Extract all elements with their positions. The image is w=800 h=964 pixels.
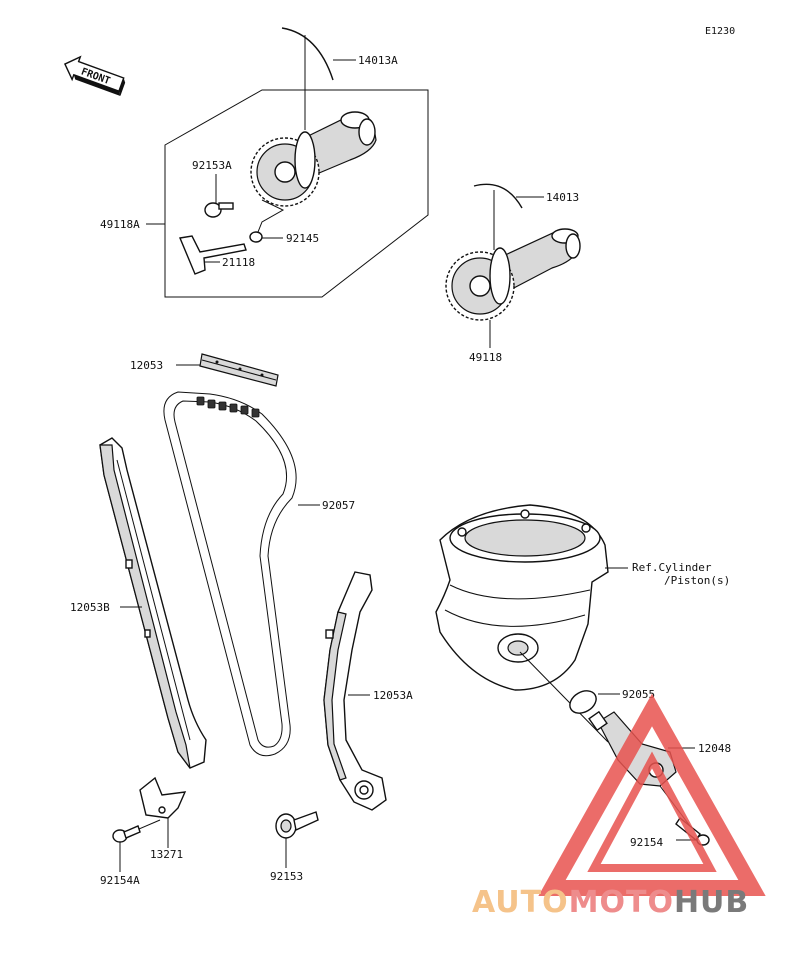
cam-chain-92057 [163,391,297,757]
watermark-part-hub: HUB [674,885,749,920]
bolt-92153 [275,811,319,839]
camshaft-assembly-49118a [179,111,377,275]
bolt-92154a [112,825,141,843]
retaining-ring-14013a [281,27,334,81]
watermark-logo [538,693,766,896]
chain-guide-12053 [199,353,279,387]
watermark-text: AUTOMOTOHUB [472,885,749,920]
label-92154: 92154 [630,836,663,849]
reference-label-line1: Ref.Cylinder [632,561,712,574]
label-14013a: 14013A [358,54,398,67]
label-12053a: 12053A [373,689,413,702]
label-12053b: 12053B [70,601,110,614]
watermark-part-moto: MOTO [569,885,674,920]
retaining-ring-14013 [473,183,523,209]
label-14013: 14013 [546,191,579,204]
label-92153a: 92153A [192,159,232,172]
label-92055: 92055 [622,688,655,701]
label-49118: 49118 [469,351,502,364]
reference-label-line2: /Piston(s) [664,574,730,587]
plate-13271 [139,776,187,819]
label-21118: 21118 [222,256,255,269]
label-92154a: 92154A [100,874,140,887]
o-ring-92055 [569,690,597,714]
label-92153: 92153 [270,870,303,883]
watermark-triangle-icon [538,693,766,896]
tensioner-guide-12053a [323,571,387,811]
camshaft-49118 [445,228,581,321]
label-49118a: 49118A [100,218,140,231]
assembly-box-49118a [164,89,429,298]
front-arrow-icon: FRONT [63,55,126,96]
diagram-code: E1230 [705,26,735,37]
chain-guide-12053b [99,437,207,769]
label-12048: 12048 [698,742,731,755]
label-13271: 13271 [150,848,183,861]
label-92145: 92145 [286,232,319,245]
cylinder-reference [435,504,609,691]
label-92057: 92057 [322,499,355,512]
watermark-part-auto: AUTO [472,885,569,920]
label-12053: 12053 [130,359,163,372]
